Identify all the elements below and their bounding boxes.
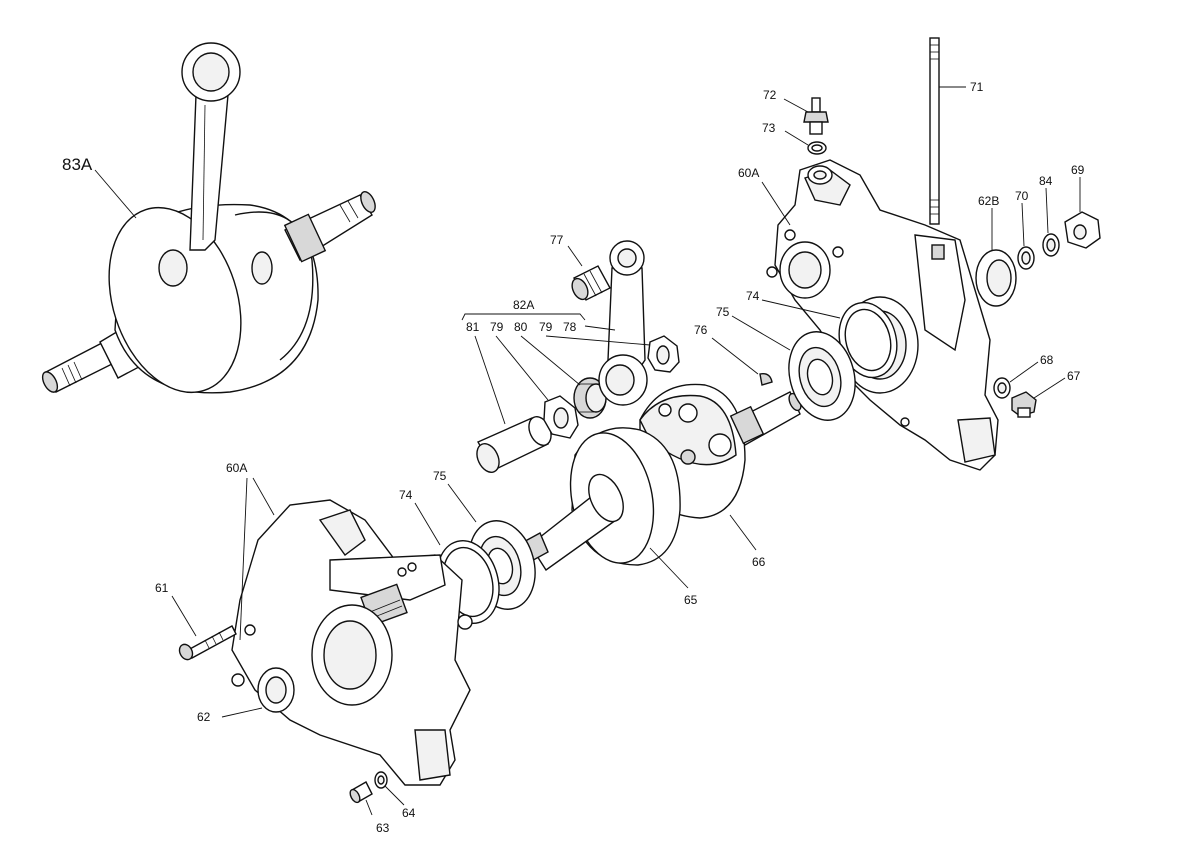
leader-79-left bbox=[495, 335, 549, 401]
leader-62 bbox=[221, 707, 263, 718]
label-69: 69 bbox=[1071, 163, 1085, 177]
label-67: 67 bbox=[1067, 369, 1081, 383]
leader-66 bbox=[729, 514, 757, 551]
crankcase-left-half bbox=[231, 499, 473, 786]
leader-74-bottom bbox=[414, 502, 441, 546]
leader-79-right bbox=[545, 335, 651, 346]
bearing-75-top bbox=[788, 331, 856, 421]
woodruff-key-76 bbox=[759, 372, 773, 386]
label-80: 80 bbox=[514, 320, 528, 334]
label-82a: 82A bbox=[513, 298, 534, 312]
connecting-rod-78 bbox=[598, 240, 648, 406]
plug-67 bbox=[1011, 391, 1037, 418]
bracket-82a bbox=[461, 313, 586, 321]
leader-80 bbox=[520, 335, 581, 386]
label-61: 61 bbox=[155, 581, 169, 595]
thrust-washer-79-left bbox=[543, 395, 579, 439]
leader-83a bbox=[94, 169, 137, 219]
nut-69 bbox=[1064, 211, 1101, 249]
label-60a-bottom: 60A bbox=[226, 461, 247, 475]
label-64: 64 bbox=[402, 806, 416, 820]
label-65: 65 bbox=[684, 593, 698, 607]
flywheel-half-65 bbox=[517, 427, 681, 571]
leader-65 bbox=[649, 547, 689, 589]
label-79-right: 79 bbox=[539, 320, 553, 334]
small-end-bearing-77 bbox=[571, 265, 611, 301]
label-78: 78 bbox=[563, 320, 577, 334]
washer-70 bbox=[1017, 246, 1035, 270]
leader-74-top bbox=[761, 299, 841, 319]
crankshaft-assembly-83a bbox=[41, 42, 376, 394]
label-74-top: 74 bbox=[746, 289, 760, 303]
label-73: 73 bbox=[762, 121, 776, 135]
label-63: 63 bbox=[376, 821, 390, 835]
crank-flywheel-right bbox=[234, 191, 376, 361]
fitting-72 bbox=[803, 97, 829, 135]
label-62: 62 bbox=[197, 710, 211, 724]
label-62b: 62B bbox=[978, 194, 999, 208]
label-72: 72 bbox=[763, 88, 777, 102]
leader-84 bbox=[1045, 187, 1049, 234]
label-81: 81 bbox=[466, 320, 480, 334]
screw-61 bbox=[178, 625, 237, 661]
leader-76 bbox=[711, 337, 759, 375]
leader-75-bottom bbox=[447, 483, 477, 523]
leader-78 bbox=[584, 325, 616, 331]
label-79-left: 79 bbox=[490, 320, 504, 334]
leader-70 bbox=[1021, 202, 1025, 247]
label-68: 68 bbox=[1040, 353, 1054, 367]
label-83a: 83A bbox=[62, 155, 93, 174]
screw-63 bbox=[349, 781, 373, 804]
o-ring-73 bbox=[807, 141, 827, 155]
label-71: 71 bbox=[970, 80, 984, 94]
label-75-bottom: 75 bbox=[433, 469, 447, 483]
leader-67 bbox=[1033, 377, 1066, 399]
leader-77 bbox=[567, 245, 583, 267]
label-60a-top: 60A bbox=[738, 166, 759, 180]
stud-71 bbox=[929, 37, 940, 225]
leader-75-top bbox=[731, 315, 791, 351]
seal-74-top bbox=[838, 301, 898, 379]
leader-60a-bottom-2 bbox=[252, 477, 275, 516]
crank-connecting-rod bbox=[181, 42, 241, 251]
label-76: 76 bbox=[694, 323, 708, 337]
crank-pin-81 bbox=[476, 416, 552, 473]
leader-72 bbox=[783, 98, 809, 113]
label-66: 66 bbox=[752, 555, 766, 569]
washer-64 bbox=[374, 771, 388, 789]
leader-81 bbox=[474, 335, 506, 425]
washer-84 bbox=[1042, 233, 1060, 257]
washer-68 bbox=[993, 377, 1011, 399]
leader-60a-bottom-1 bbox=[239, 477, 248, 641]
leader-73 bbox=[784, 130, 809, 146]
label-70: 70 bbox=[1015, 189, 1029, 203]
leader-63 bbox=[365, 799, 373, 816]
label-77: 77 bbox=[550, 233, 564, 247]
leader-60a-top bbox=[761, 181, 791, 226]
leader-64 bbox=[384, 785, 405, 806]
leader-68 bbox=[1009, 361, 1039, 383]
seal-62b bbox=[975, 249, 1017, 307]
label-74-bottom: 74 bbox=[399, 488, 413, 502]
label-75-top: 75 bbox=[716, 305, 730, 319]
thrust-washer-79-right bbox=[647, 335, 680, 373]
label-84: 84 bbox=[1039, 174, 1053, 188]
leader-61 bbox=[171, 595, 197, 637]
